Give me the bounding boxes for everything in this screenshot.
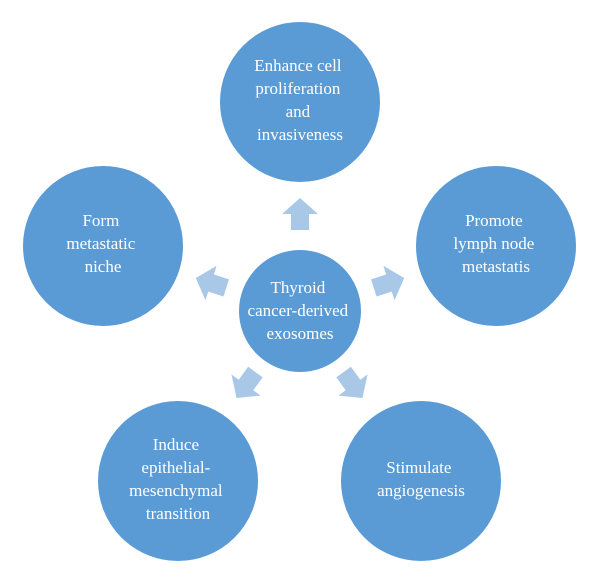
node-right-line-2: lymph node [454, 234, 535, 253]
node-form-metastatic-niche: Form metastatic niche [21, 164, 185, 328]
node-bottom-left-line-2: epithelial- [141, 458, 210, 477]
node-top-line-2: proliferation [255, 79, 340, 98]
node-stimulate-angiogenesis: Stimulate angiogenesis [339, 399, 503, 563]
center-circle [237, 248, 363, 374]
node-bottom-left-line-4: transition [146, 504, 211, 523]
node-top-line-4: invasiveness [257, 125, 343, 144]
node-left-line-1: Form [82, 211, 119, 230]
node-left-circle [21, 164, 185, 328]
arrow-to-bottom-right [336, 366, 368, 398]
arrow-down-right-icon [336, 366, 368, 398]
arrow-down-left-icon [231, 366, 263, 398]
node-induce-emt: Induce epithelial- mesenchymal transitio… [96, 399, 260, 563]
arrow-up-icon [282, 198, 318, 230]
node-left-line-2: metastatic [66, 234, 135, 253]
node-top-line-1: Enhance cell [254, 56, 342, 75]
node-bottom-right-line-1: Stimulate [386, 458, 451, 477]
node-right-line-3: metastatis [462, 257, 530, 276]
center-label: Thyroid cancer-derived exosomes [248, 278, 353, 343]
node-top-label: Enhance cell proliferation and invasiven… [254, 56, 346, 144]
arrow-to-right [371, 265, 405, 301]
node-top-line-3: and [286, 102, 311, 121]
center-node: Thyroid cancer-derived exosomes [237, 248, 363, 374]
arrow-right-icon [371, 265, 405, 301]
arrow-to-bottom-left [231, 366, 263, 398]
node-right-label: Promote lymph node metastatis [454, 211, 539, 276]
center-line-1: Thyroid [270, 278, 325, 297]
arrow-to-left [195, 265, 229, 301]
node-bottom-right-circle [339, 399, 503, 563]
node-promote-lymph-metastasis: Promote lymph node metastatis [414, 164, 578, 328]
node-top-circle [218, 20, 382, 184]
center-line-2: cancer-derived [248, 301, 349, 320]
node-bottom-right-line-2: angiogenesis [377, 481, 465, 500]
arrow-left-icon [195, 265, 229, 301]
node-bottom-left-line-1: Induce [153, 435, 199, 454]
node-right-line-1: Promote [465, 211, 523, 230]
node-bottom-right-label: Stimulate angiogenesis [377, 458, 465, 500]
node-left-line-3: niche [85, 257, 122, 276]
node-enhance-proliferation: Enhance cell proliferation and invasiven… [218, 20, 382, 184]
center-line-3: exosomes [266, 324, 333, 343]
arrow-to-top [282, 198, 318, 230]
node-right-circle [414, 164, 578, 328]
node-bottom-left-circle [96, 399, 260, 563]
node-bottom-left-label: Induce epithelial- mesenchymal transitio… [129, 435, 227, 523]
node-bottom-left-line-3: mesenchymal [129, 481, 223, 500]
node-left-label: Form metastatic niche [66, 211, 139, 276]
